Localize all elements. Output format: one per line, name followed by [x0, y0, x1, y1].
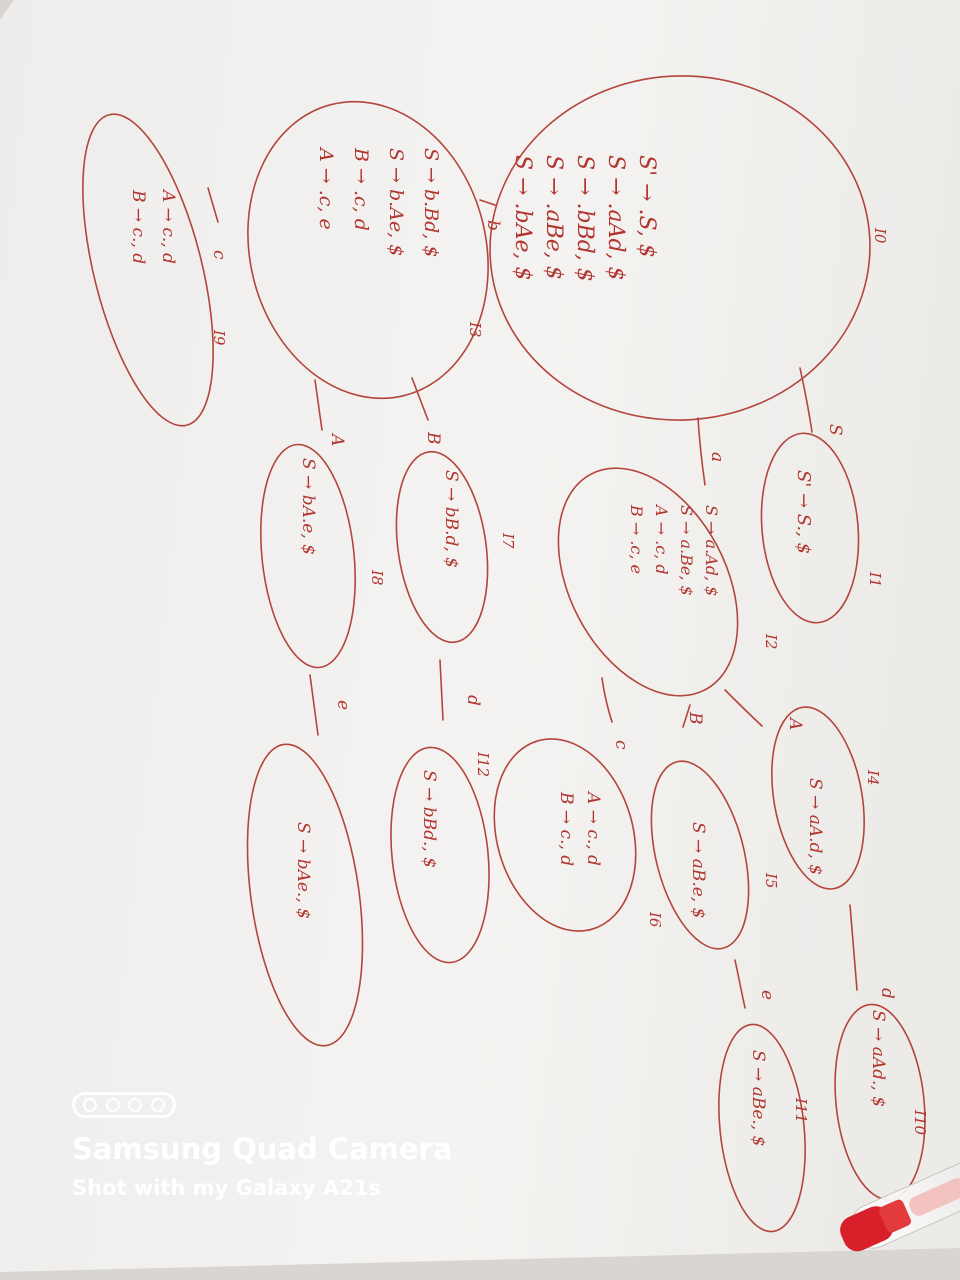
state-ovals	[82, 75, 926, 1233]
state-i2-item: S → a.Be, $	[677, 505, 696, 596]
state-i0-item: S → .aBe, $	[541, 155, 566, 280]
state-i2-label: I2	[762, 633, 780, 649]
camera-lens-icon	[72, 1092, 176, 1118]
state-i5-item: S → aB.e, $	[688, 822, 708, 918]
transition-symbol: A	[785, 716, 805, 730]
state-i7-label: I7	[499, 532, 517, 549]
state-i4-item: S → aA.d, $	[805, 778, 825, 875]
arrow-i5-i11	[734, 959, 746, 1009]
state-oval-i7	[395, 450, 489, 644]
transition-symbol: c	[611, 740, 631, 750]
transition-symbol: e	[333, 700, 353, 710]
state-i10-item: S → aAd., $	[868, 1010, 888, 1107]
state-i8-label: I8	[368, 569, 386, 585]
transition-symbol: a	[707, 452, 727, 462]
state-oval-i2	[557, 467, 739, 697]
state-oval-i1	[760, 432, 860, 624]
state-i2-item: S → a.Ad, $	[702, 505, 721, 596]
state-i0-item: S → .bBd, $	[572, 155, 597, 282]
state-i0-label: I0	[871, 227, 889, 244]
transition-symbol: e	[757, 990, 777, 1000]
state-oval-i4	[771, 706, 865, 890]
state-i2-item: B → .c, e	[627, 504, 646, 574]
state-i3-item: A → .c, e	[315, 146, 337, 230]
state-i11-item: S → aBe., $	[748, 1050, 768, 1146]
watermark-subtitle: Shot with my Galaxy A21s	[72, 1176, 381, 1200]
arrow-i2-i4	[724, 689, 763, 727]
transition-symbol: b	[483, 220, 503, 231]
state-oval-i3	[247, 100, 489, 400]
state-i6-item: A → c., d	[583, 790, 603, 866]
arrow-i8-i13	[309, 674, 319, 736]
state-i1-item: S' → S., $	[793, 470, 814, 554]
transition-symbol: d	[463, 695, 483, 706]
state-i4-label: I4	[864, 769, 882, 785]
transition-symbol: S	[825, 424, 845, 436]
transition-symbol: B	[423, 431, 443, 445]
transition-symbol: d	[877, 988, 897, 999]
transition-symbol: B	[685, 711, 705, 725]
state-i10-label: I10	[911, 1109, 929, 1135]
arrow-i0-i2	[697, 417, 706, 486]
arrow-i3-i9	[207, 187, 219, 223]
state-i5-label: I5	[762, 872, 780, 888]
arrow-i4-i10	[849, 904, 858, 991]
state-oval-i12	[390, 746, 490, 964]
state-i13-item: S → bAe., $	[293, 822, 313, 919]
state-i3-item: S → b.Ae, $	[385, 148, 407, 256]
transition-symbol: c	[209, 250, 229, 260]
state-oval-i8	[259, 443, 357, 669]
state-i7-item: S → bB.d, $	[441, 470, 461, 568]
state-i2-item: A → .c, d	[652, 503, 671, 575]
state-i1-label: I1	[866, 571, 884, 587]
state-i9-label: I9	[210, 329, 228, 346]
state-oval-i13	[246, 743, 364, 1047]
red-pen	[840, 1147, 960, 1252]
state-oval-i0	[489, 75, 871, 421]
transition-symbol: A	[327, 432, 347, 446]
state-oval-i9	[82, 113, 214, 427]
state-i0-item: S → .bAe, $	[510, 155, 535, 280]
watermark-title: Samsung Quad Camera	[72, 1132, 453, 1166]
arrow-i0-i1	[799, 367, 813, 433]
state-i12-label: I12	[474, 751, 492, 777]
state-i3-item: S → b.Bd, $	[420, 148, 442, 258]
state-oval-i5	[650, 760, 750, 950]
state-i9-item: B → c., d	[128, 189, 148, 264]
state-i3-item: B → .c, d	[350, 147, 372, 231]
state-i11-label: I11	[792, 1097, 810, 1123]
arrow-i0-i3	[479, 199, 496, 206]
state-i8-item: S → bA.e, $	[298, 458, 318, 555]
state-items: S' → .S, $S → .aAd, $S → .bBd, $S → .aBe…	[128, 146, 888, 1146]
arrow-i2-i6	[601, 677, 613, 723]
arrow-i7-i12	[439, 659, 444, 721]
state-i6-label: I6	[646, 911, 664, 928]
arrow-i3-i7	[411, 377, 429, 421]
transition-arrows	[207, 187, 858, 1009]
state-oval-i11	[718, 1023, 806, 1233]
state-i0-item: S → .aAd, $	[603, 155, 628, 281]
state-i6-item: B → c., d	[556, 791, 576, 866]
arrow-i3-i8	[314, 379, 323, 431]
state-i0-item: S' → .S, $	[634, 155, 659, 258]
state-i3-label: I3	[466, 321, 484, 337]
arrow-i2-i5	[682, 704, 691, 728]
state-i12-item: S → bBd., $	[419, 770, 439, 868]
state-oval-i6	[493, 738, 637, 932]
state-i9-item: A → c., d	[158, 188, 178, 264]
